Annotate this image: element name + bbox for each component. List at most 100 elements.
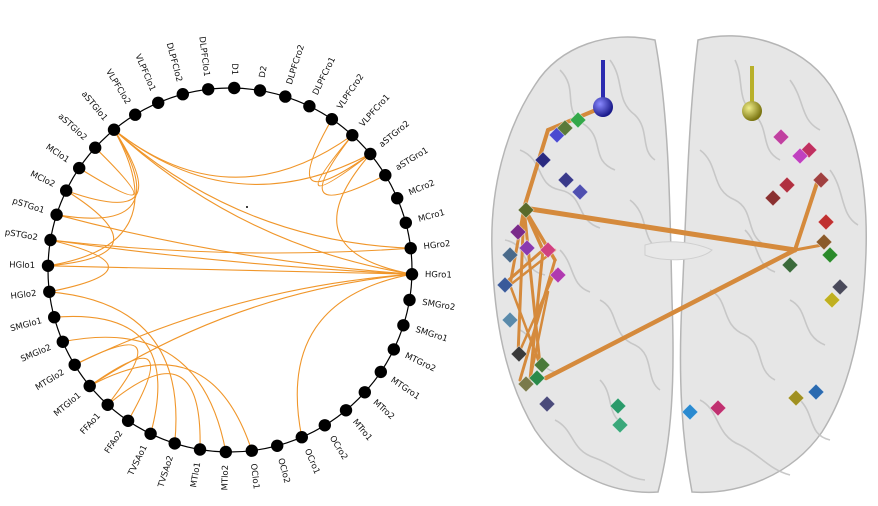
node-label-MTGlo2: MTGlo2 [34,368,67,393]
node-MTGro1 [374,365,387,379]
marker-m2 [569,111,587,129]
node-MCro1 [399,216,412,229]
marker-m36 [709,399,727,417]
node-label-SMGlo2: SMGlo2 [19,343,53,365]
node-D2 [253,84,267,97]
marker-m16 [528,369,546,387]
node-label-OCro1: OCro1 [302,447,322,475]
edge-SMGlo2-MTlo2 [62,336,227,453]
node-label-D1: D1 [229,63,239,75]
marker-m9 [518,239,536,257]
left-pin [593,60,613,117]
right-pin [742,66,762,121]
marker-m4 [534,151,552,169]
edge-HGro1-pSTGo1 [56,214,413,275]
node-label-SMGlo1: SMGlo1 [9,316,43,334]
right-hemisphere [679,35,867,494]
node-OClo1 [245,444,258,457]
marker-m27 [817,213,835,231]
node-label-MTlo2: MTlo2 [220,465,231,491]
marker-m13 [501,311,519,329]
marker-m15 [533,356,551,374]
node-label-MTro1: MTro1 [350,417,374,443]
node-label-FFAo1: FFAo1 [79,411,103,436]
edge-SMGlo1-TVSAo1 [54,315,159,434]
node-label-HGlo1: HGlo1 [9,260,35,271]
node-DLPFClo1 [202,83,215,96]
marker-m11 [501,246,519,264]
node-label-VLPFClo2: VLPFClo2 [103,68,132,107]
node-pSTGo1 [50,208,63,221]
node-label-SMGro2: SMGro2 [421,298,455,313]
edge-HGlo2-TVSAo2 [49,291,177,444]
node-label-OCro2: OCro2 [327,434,349,462]
node-VLPFClo1 [152,96,165,110]
node-label-MClo1: MClo1 [44,142,71,165]
node-HGlo1 [41,259,55,272]
node-MTlo1 [193,443,207,456]
node-SMGro1 [397,319,410,332]
node-label-OClo1: OClo1 [248,463,261,490]
node-label-HGlo2: HGlo2 [10,289,37,302]
node-FFAo1 [101,398,114,411]
marker-m37 [539,241,557,259]
node-label-D2: D2 [258,65,270,78]
node-label-aSTGlo2: aSTGlo2 [56,112,89,143]
edge-aSTGlo2-MClo1 [78,147,135,196]
node-VLPFClo2 [129,108,142,121]
node-FFAo2 [121,414,135,427]
node-label-aSTGro1: aSTGro1 [394,146,430,173]
marker-m34 [807,383,825,401]
node-aSTGlo1 [107,123,121,136]
node-MTGlo2 [68,358,81,371]
node-VLPFCro1 [346,129,359,142]
edge-HGro1-pSTGo2 [50,239,413,275]
node-label-DLPFClo2: DLPFClo2 [164,42,184,83]
node-MTro1 [339,404,353,417]
node-label-MTGro2: MTGro2 [403,351,437,374]
marker-m23 [791,147,809,165]
node-label-aSTGro2: aSTGro2 [377,119,411,150]
brain-rendering [491,35,867,494]
marker-m35 [681,403,699,421]
node-label-VLPFClo1: VLPFClo1 [132,53,157,93]
node-label-SMGro1: SMGro1 [414,325,449,345]
node-MClo2 [59,184,73,197]
marker-m18 [538,395,556,413]
node-aSTGlo2 [89,141,102,154]
circle-edges [47,118,413,453]
edge-HGro1-HGlo1 [47,265,413,275]
node-label-HGro1: HGro1 [425,270,452,281]
node-pSTGo2 [44,233,57,247]
node-MTGlo1 [83,379,96,393]
marker-m12 [496,276,514,294]
node-MTGro2 [387,343,400,356]
circle-nodes [41,81,419,459]
node-DLPFClo2 [176,88,189,101]
node-label-MCro2: MCro2 [407,178,436,198]
edge-aSTGlo1-VLPFCro1 [113,129,353,178]
marker-m20 [611,416,629,434]
node-label-aSTGlo1: aSTGlo1 [79,90,109,124]
node-MTro2 [358,386,371,399]
edge-VLPFCro2-aSTGro2 [308,118,371,183]
node-TVSAo1 [144,427,157,440]
marker-m24 [778,176,796,194]
center-dot [246,206,248,208]
node-SMGlo2 [56,335,69,348]
node-MTlo2 [219,445,232,459]
marker-m5 [557,171,575,189]
node-OCro1 [295,431,308,444]
edge-VLPFCro1-aSTGro1 [321,134,386,196]
node-label-VLPFCro1: VLPFCro1 [358,93,393,130]
node-label-MClo2: MClo2 [28,169,56,189]
marker-m17 [517,375,535,393]
marker-m25 [764,189,782,207]
edge-HGro1-MTGlo2 [74,273,413,366]
edge-MTGlo2-FFAo1 [74,344,139,406]
edge-aSTGlo1-pSTGo1 [56,129,138,219]
node-HGlo2 [43,285,56,298]
edge-HGlo2-pSTGo2 [49,239,109,293]
